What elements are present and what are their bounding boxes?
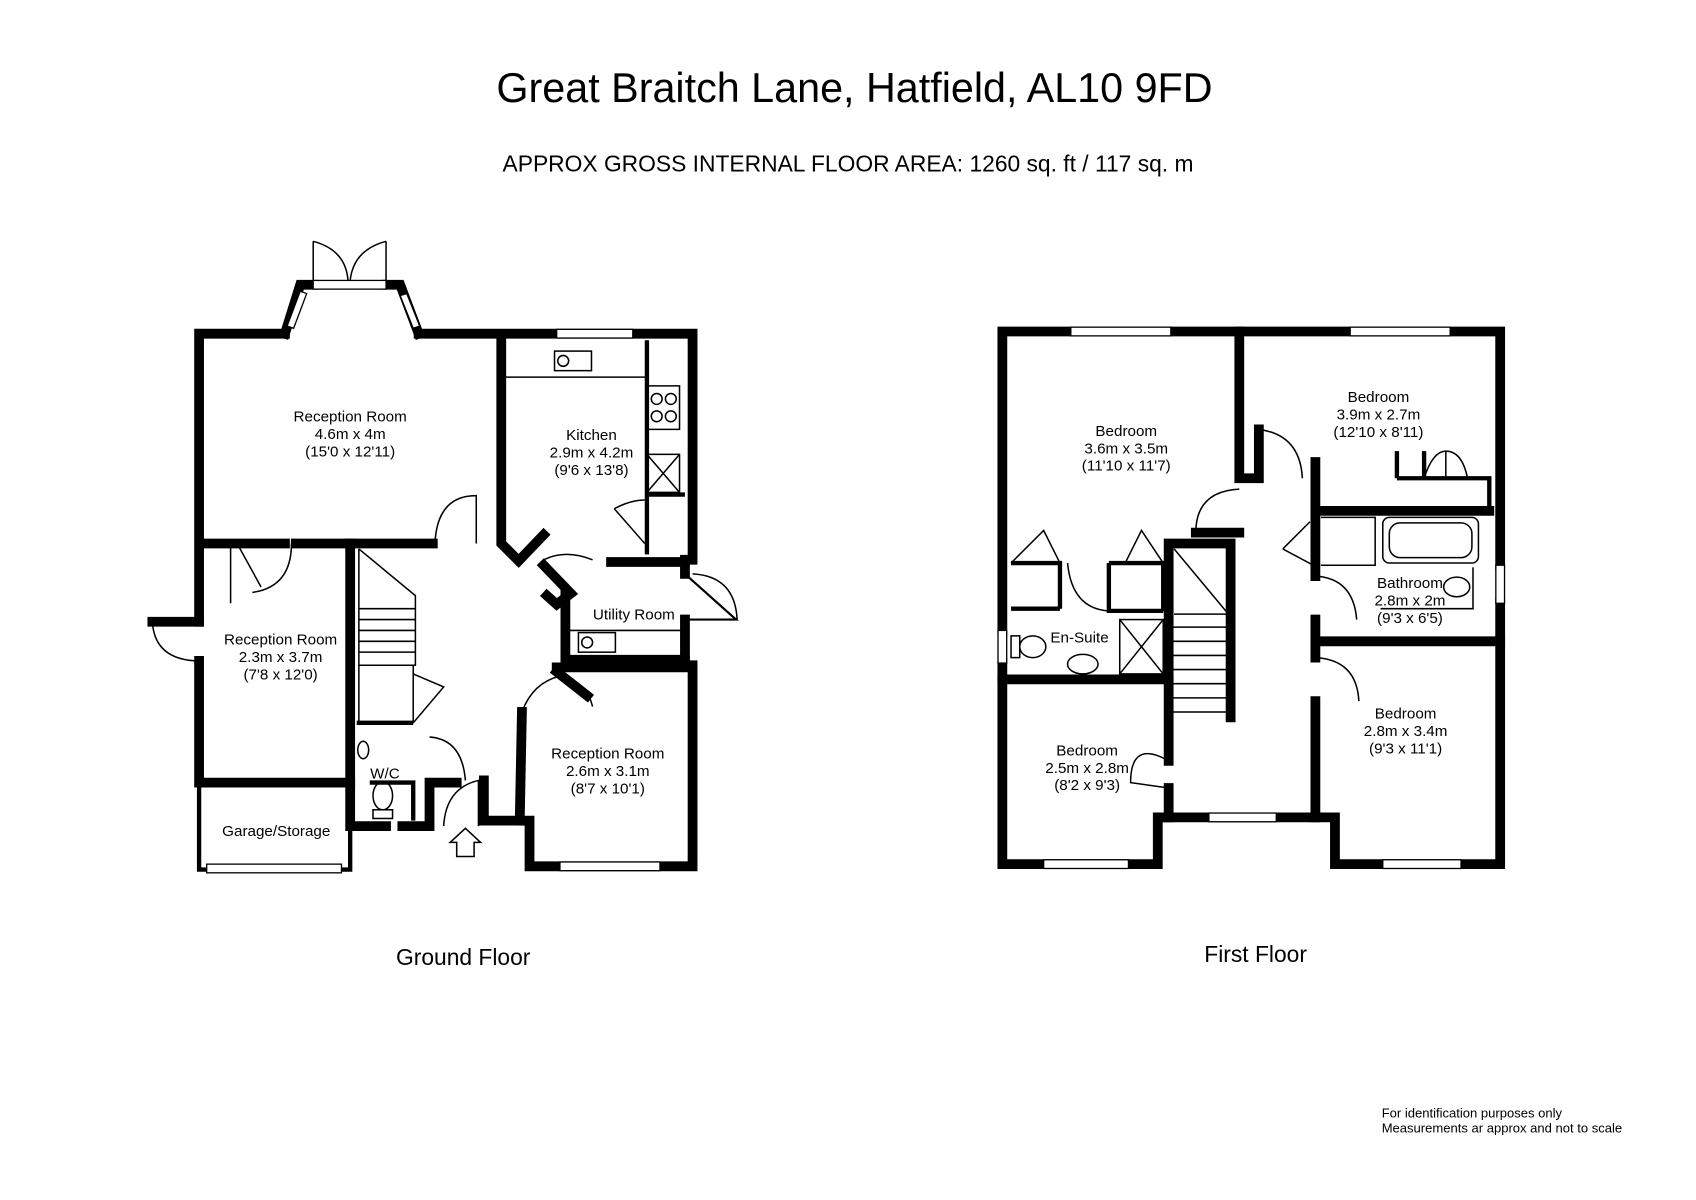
svg-text:2.8m x 2m: 2.8m x 2m bbox=[1374, 592, 1445, 609]
svg-text:2.9m x 4.2m: 2.9m x 4.2m bbox=[550, 445, 634, 462]
room-bedroom-2: Bedroom 3.9m x 2.7m (12'10 x 8'11) bbox=[1333, 389, 1423, 441]
svg-text:(12'10 x 8'11): (12'10 x 8'11) bbox=[1333, 424, 1423, 441]
room-garage: Garage/Storage bbox=[222, 823, 330, 840]
svg-text:Bedroom: Bedroom bbox=[1056, 742, 1118, 759]
room-bedroom-4: Bedroom 2.8m x 3.4m (9'3 x 11'1) bbox=[1364, 705, 1448, 757]
svg-text:(11'10 x 11'7): (11'10 x 11'7) bbox=[1082, 458, 1171, 475]
ground-floor-label: Ground Floor bbox=[396, 944, 531, 970]
room-reception-3: Reception Room 2.6m x 3.1m (8'7 x 10'1) bbox=[551, 746, 664, 798]
ground-floor-plan: Reception Room 4.6m x 4m (15'0 x 12'11) … bbox=[147, 240, 739, 970]
svg-text:2.8m x 3.4m: 2.8m x 3.4m bbox=[1364, 723, 1448, 740]
room-bedroom-1: Bedroom 3.6m x 3.5m (11'10 x 11'7) bbox=[1082, 423, 1171, 475]
svg-text:2.5m x 2.8m: 2.5m x 2.8m bbox=[1045, 760, 1129, 777]
room-reception-2: Reception Room 2.3m x 3.7m (7'8 x 12'0) bbox=[224, 632, 337, 684]
svg-text:(15'0 x 12'11): (15'0 x 12'11) bbox=[305, 444, 395, 461]
svg-text:Reception Room: Reception Room bbox=[224, 632, 337, 649]
svg-text:(9'3 x 6'5): (9'3 x 6'5) bbox=[1377, 610, 1443, 627]
svg-text:3.9m x 2.7m: 3.9m x 2.7m bbox=[1337, 407, 1421, 424]
svg-text:Bedroom: Bedroom bbox=[1375, 705, 1437, 722]
first-floor-label: First Floor bbox=[1204, 941, 1307, 967]
svg-text:Bedroom: Bedroom bbox=[1095, 423, 1157, 440]
disclaimer: For identification purposes only Measure… bbox=[1382, 1105, 1623, 1135]
svg-text:(7'8 x 12'0): (7'8 x 12'0) bbox=[243, 666, 317, 683]
room-utility: Utility Room bbox=[593, 607, 675, 624]
svg-text:Reception Room: Reception Room bbox=[294, 409, 407, 426]
svg-text:Measurements ar approx and not: Measurements ar approx and not to scale bbox=[1382, 1121, 1623, 1136]
svg-text:Kitchen: Kitchen bbox=[566, 427, 617, 444]
svg-text:Bedroom: Bedroom bbox=[1348, 389, 1410, 406]
room-bathroom: Bathroom 2.8m x 2m (9'3 x 6'5) bbox=[1374, 575, 1445, 627]
svg-text:3.6m x 3.5m: 3.6m x 3.5m bbox=[1084, 440, 1168, 457]
svg-text:2.3m x 3.7m: 2.3m x 3.7m bbox=[239, 649, 323, 666]
room-en-suite: En-Suite bbox=[1050, 629, 1108, 646]
room-reception-1: Reception Room 4.6m x 4m (15'0 x 12'11) bbox=[294, 409, 407, 461]
svg-text:(9'3 x 11'1): (9'3 x 11'1) bbox=[1369, 740, 1442, 757]
svg-text:(8'7 x 10'1): (8'7 x 10'1) bbox=[571, 780, 645, 797]
room-wc: W/C bbox=[370, 765, 400, 782]
svg-text:2.6m x 3.1m: 2.6m x 3.1m bbox=[566, 763, 650, 780]
svg-text:For identification purposes on: For identification purposes only bbox=[1382, 1105, 1563, 1120]
room-kitchen: Kitchen 2.9m x 4.2m (9'6 x 13'8) bbox=[550, 427, 634, 479]
room-bedroom-3: Bedroom 2.5m x 2.8m (8'2 x 9'3) bbox=[1045, 742, 1129, 794]
svg-text:4.6m x 4m: 4.6m x 4m bbox=[315, 426, 386, 443]
svg-text:(9'6 x 13'8): (9'6 x 13'8) bbox=[554, 462, 628, 479]
first-floor-plan: Bedroom 3.6m x 3.5m (11'10 x 11'7) Bedro… bbox=[997, 326, 1506, 967]
floor-area: APPROX GROSS INTERNAL FLOOR AREA: 1260 s… bbox=[503, 151, 1194, 177]
svg-text:(8'2 x 9'3): (8'2 x 9'3) bbox=[1054, 777, 1120, 794]
page-title: Great Braitch Lane, Hatfield, AL10 9FD bbox=[496, 65, 1212, 111]
svg-text:Bathroom: Bathroom bbox=[1377, 575, 1443, 592]
svg-text:Reception Room: Reception Room bbox=[551, 746, 664, 763]
